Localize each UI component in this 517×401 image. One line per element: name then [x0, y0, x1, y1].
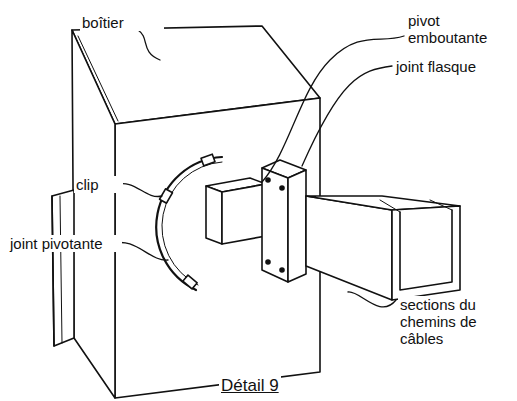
pivot-label: pivot emboutante [406, 12, 500, 46]
figure-caption: Détail 9 [219, 376, 281, 396]
rotating-seal [156, 157, 222, 290]
cable-tray [306, 196, 460, 300]
pivot-collar [206, 178, 266, 244]
housing [52, 26, 320, 398]
clip-label: clip [74, 176, 123, 193]
flange-seal-label: joint flasque [394, 58, 513, 75]
tray-label: sections du chemins de câbles [398, 296, 480, 347]
leader-lines [112, 30, 404, 307]
housing-label: boîtier [80, 14, 164, 31]
rotating-seal-label: joint pivotante [8, 235, 122, 252]
flange-seal [262, 160, 306, 282]
